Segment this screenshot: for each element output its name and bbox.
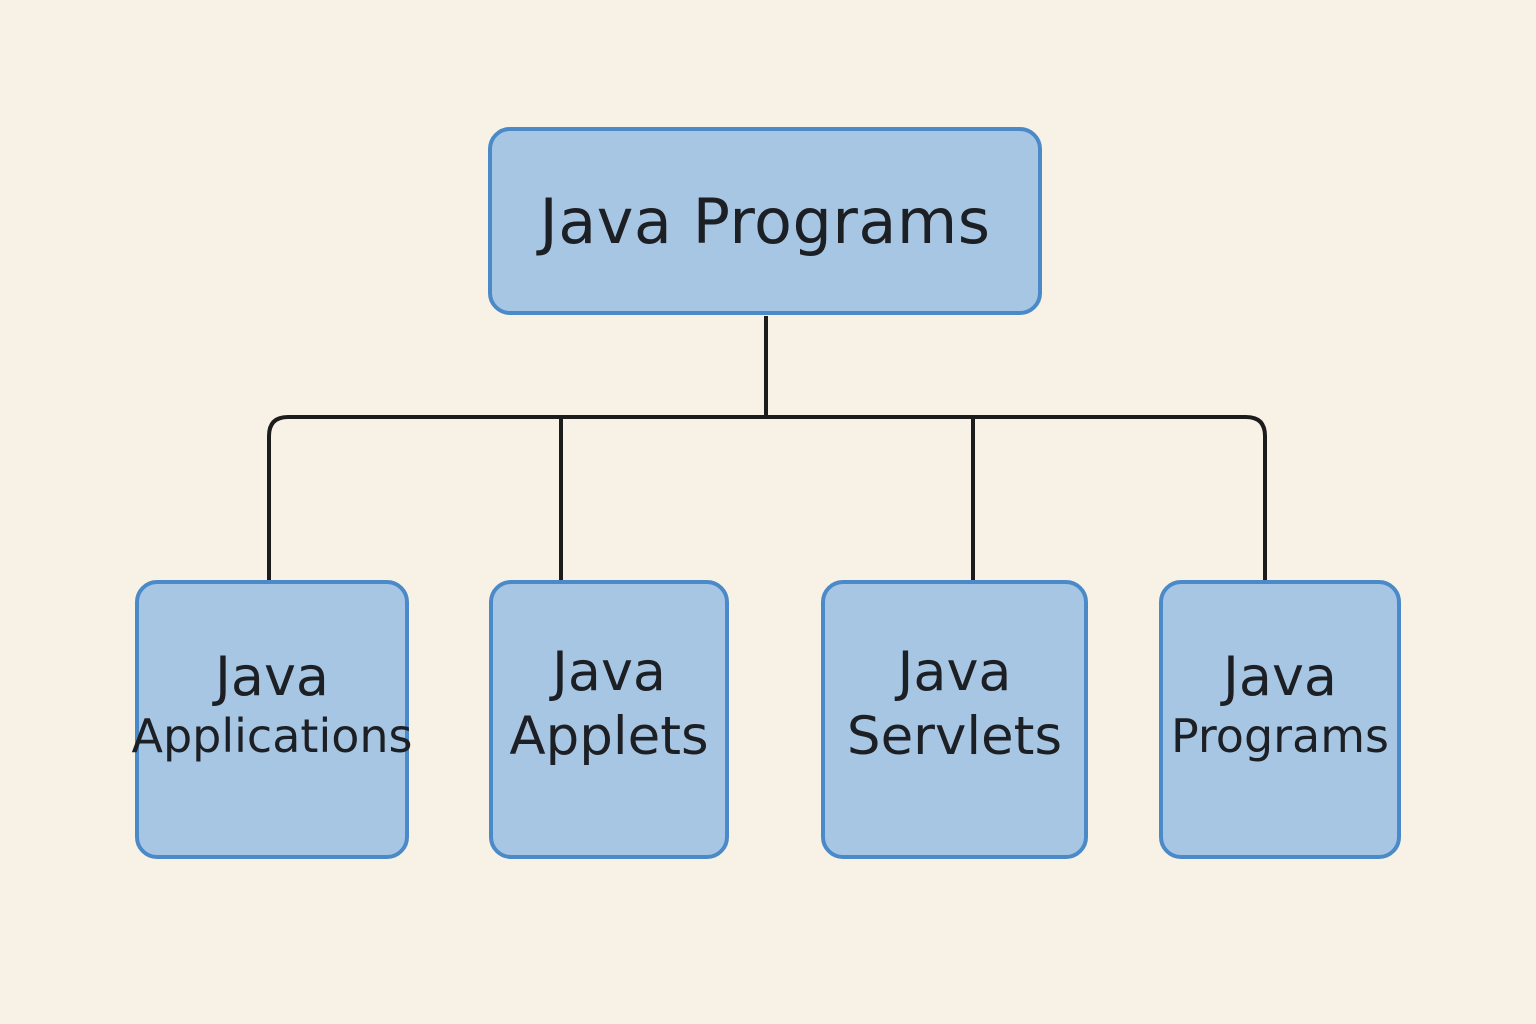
- child-node-label-line2: Applications: [131, 709, 413, 764]
- child-node-java-applets: Java Applets: [489, 580, 729, 859]
- root-node-java-programs: Java Programs: [488, 127, 1042, 315]
- horizontal-connector: [267, 415, 1267, 580]
- child-node-java-applications: Java Applications: [132, 580, 413, 859]
- child-node-label-line1: Java: [1222, 644, 1338, 708]
- child-node-java-programs: Java Programs: [1159, 580, 1401, 859]
- root-node-label: Java Programs: [539, 184, 991, 258]
- child-node-label-line1: Java: [551, 640, 667, 704]
- child-node-label-line2: Applets: [509, 706, 709, 768]
- child-node-label-line1: Java: [214, 644, 330, 708]
- child-node-java-servlets: Java Servlets: [821, 580, 1088, 859]
- child-node-label-line1: Java: [897, 640, 1012, 704]
- child-node-label-line2: Servlets: [846, 706, 1063, 768]
- child-node-label-line2: Programs: [1170, 709, 1390, 764]
